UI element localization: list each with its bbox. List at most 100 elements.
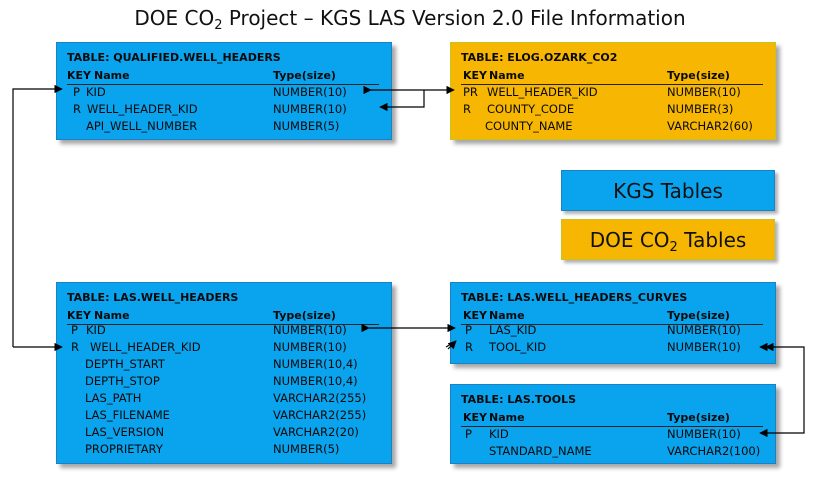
- type-cell: NUMBER(10): [667, 340, 741, 354]
- type-cell: NUMBER(5): [273, 442, 340, 456]
- type-cell: VARCHAR2(60): [667, 119, 753, 133]
- type-cell: NUMBER(10): [273, 85, 347, 99]
- table-row: PR WELL_HEADER_KID NUMBER(10): [451, 85, 775, 101]
- type-cell: VARCHAR2(20): [273, 425, 359, 439]
- key-cell: R: [463, 102, 471, 116]
- name-cell: TOOL_KID: [489, 340, 547, 354]
- type-cell: NUMBER(10,4): [273, 374, 358, 388]
- type-cell: NUMBER(10): [667, 85, 741, 99]
- table-row: R WELL_HEADER_KID NUMBER(10): [57, 102, 391, 118]
- table-row: DEPTH_START NUMBER(10,4): [57, 357, 391, 373]
- name-column-header: Name: [489, 69, 525, 82]
- key-cell: P: [71, 323, 78, 337]
- type-column-header: Type(size): [667, 309, 730, 322]
- key-column-header: KEY: [67, 309, 92, 322]
- table-name: TABLE: LAS.WELL_HEADERS_CURVES: [461, 291, 688, 304]
- key-cell: P: [465, 427, 472, 441]
- table-row: R TOOL_KID NUMBER(10): [451, 340, 775, 356]
- type-column-header: Type(size): [667, 69, 730, 82]
- name-cell: STANDARD_NAME: [489, 444, 592, 458]
- name-column-header: Name: [489, 309, 525, 322]
- table-name: TABLE: ELOG.OZARK_CO2: [461, 51, 618, 64]
- table-name: TABLE: LAS.TOOLS: [461, 393, 577, 406]
- name-cell: KID: [489, 427, 509, 441]
- key-cell: R: [73, 102, 81, 116]
- type-cell: NUMBER(5): [273, 119, 340, 133]
- connector-lwhc-tools: [759, 342, 805, 438]
- table-row: LAS_PATH VARCHAR2(255): [57, 391, 391, 407]
- table-row: P KID NUMBER(10): [451, 427, 775, 443]
- key-cell: R: [465, 340, 473, 354]
- type-column-header: Type(size): [273, 309, 336, 322]
- table-name: TABLE: LAS.WELL_HEADERS: [67, 291, 239, 304]
- table-row: DEPTH_STOP NUMBER(10,4): [57, 374, 391, 390]
- table-las-well-headers-curves: TABLE: LAS.WELL_HEADERS_CURVES KEY Name …: [450, 282, 776, 364]
- name-cell: PROPRIETARY: [85, 442, 163, 456]
- table-header: KEY Name Type(size): [67, 69, 379, 85]
- table-row: LAS_VERSION VARCHAR2(20): [57, 425, 391, 441]
- table-las-well-headers: TABLE: LAS.WELL_HEADERS KEY Name Type(si…: [56, 282, 392, 464]
- type-cell: NUMBER(10): [273, 340, 347, 354]
- name-cell: LAS_VERSION: [85, 425, 165, 439]
- type-cell: NUMBER(10,4): [273, 357, 358, 371]
- table-header: KEY Name Type(size): [461, 69, 763, 85]
- table-row: PROPRIETARY NUMBER(5): [57, 442, 391, 458]
- legend-doe-tables: DOE CO2 Tables: [561, 219, 775, 260]
- key-cell: PR: [463, 85, 478, 99]
- key-cell: P: [73, 85, 80, 99]
- name-cell: WELL_HEADER_KID: [90, 340, 201, 354]
- name-column-header: Name: [94, 309, 130, 322]
- type-cell: NUMBER(10): [667, 323, 741, 337]
- name-cell: COUNTY_NAME: [485, 119, 573, 133]
- name-cell: KID: [86, 85, 106, 99]
- table-name: TABLE: QUALIFIED.WELL_HEADERS: [67, 51, 281, 64]
- key-column-header: KEY: [463, 411, 488, 424]
- name-cell: API_WELL_NUMBER: [86, 119, 198, 133]
- connector-qwh-elog: [363, 85, 455, 112]
- name-cell: KID: [86, 323, 106, 337]
- key-column-header: KEY: [67, 69, 92, 82]
- type-column-header: Type(size): [667, 411, 730, 424]
- table-row: LAS_FILENAME VARCHAR2(255): [57, 408, 391, 424]
- key-column-header: KEY: [463, 69, 488, 82]
- name-column-header: Name: [489, 411, 525, 424]
- table-row: R COUNTY_CODE NUMBER(3): [451, 102, 775, 118]
- table-header: KEY Name Type(size): [67, 309, 379, 325]
- name-cell: WELL_HEADER_KID: [87, 102, 198, 116]
- key-cell: R: [71, 340, 79, 354]
- type-cell: NUMBER(3): [667, 102, 734, 116]
- table-las-tools: TABLE: LAS.TOOLS KEY Name Type(size) P K…: [450, 384, 776, 464]
- diagram-title: DOE CO2 Project – KGS LAS Version 2.0 Fi…: [134, 6, 686, 33]
- name-cell: DEPTH_STOP: [85, 374, 160, 388]
- type-column-header: Type(size): [273, 69, 336, 82]
- connector-qwh-lwh: [12, 84, 63, 352]
- type-cell: NUMBER(10): [667, 427, 741, 441]
- name-cell: LAS_FILENAME: [85, 408, 170, 422]
- table-row: STANDARD_NAME VARCHAR2(100): [451, 444, 775, 460]
- type-cell: VARCHAR2(100): [667, 444, 761, 458]
- name-cell: LAS_KID: [489, 323, 537, 337]
- table-header: KEY Name Type(size): [461, 411, 763, 427]
- table-qualified-well-headers: TABLE: QUALIFIED.WELL_HEADERS KEY Name T…: [56, 42, 392, 140]
- legend-kgs-tables: KGS Tables: [561, 170, 775, 211]
- name-cell: WELL_HEADER_KID: [487, 85, 598, 99]
- type-cell: NUMBER(10): [273, 323, 347, 337]
- table-elog-ozark-co2: TABLE: ELOG.OZARK_CO2 KEY Name Type(size…: [450, 42, 776, 140]
- table-row: API_WELL_NUMBER NUMBER(5): [57, 119, 391, 135]
- name-cell: COUNTY_CODE: [487, 102, 575, 116]
- connector-lwh-lwhc: [361, 323, 457, 350]
- table-row: COUNTY_NAME VARCHAR2(60): [451, 119, 775, 135]
- type-cell: NUMBER(10): [273, 102, 347, 116]
- table-row: P KID NUMBER(10): [57, 323, 391, 339]
- type-cell: VARCHAR2(255): [273, 408, 367, 422]
- table-header: KEY Name Type(size): [461, 309, 763, 325]
- name-column-header: Name: [94, 69, 130, 82]
- type-cell: VARCHAR2(255): [273, 391, 367, 405]
- table-row: P KID NUMBER(10): [57, 85, 391, 101]
- key-cell: P: [465, 323, 472, 337]
- key-column-header: KEY: [463, 309, 488, 322]
- table-row: R WELL_HEADER_KID NUMBER(10): [57, 340, 391, 356]
- name-cell: LAS_PATH: [85, 391, 142, 405]
- name-cell: DEPTH_START: [85, 357, 165, 371]
